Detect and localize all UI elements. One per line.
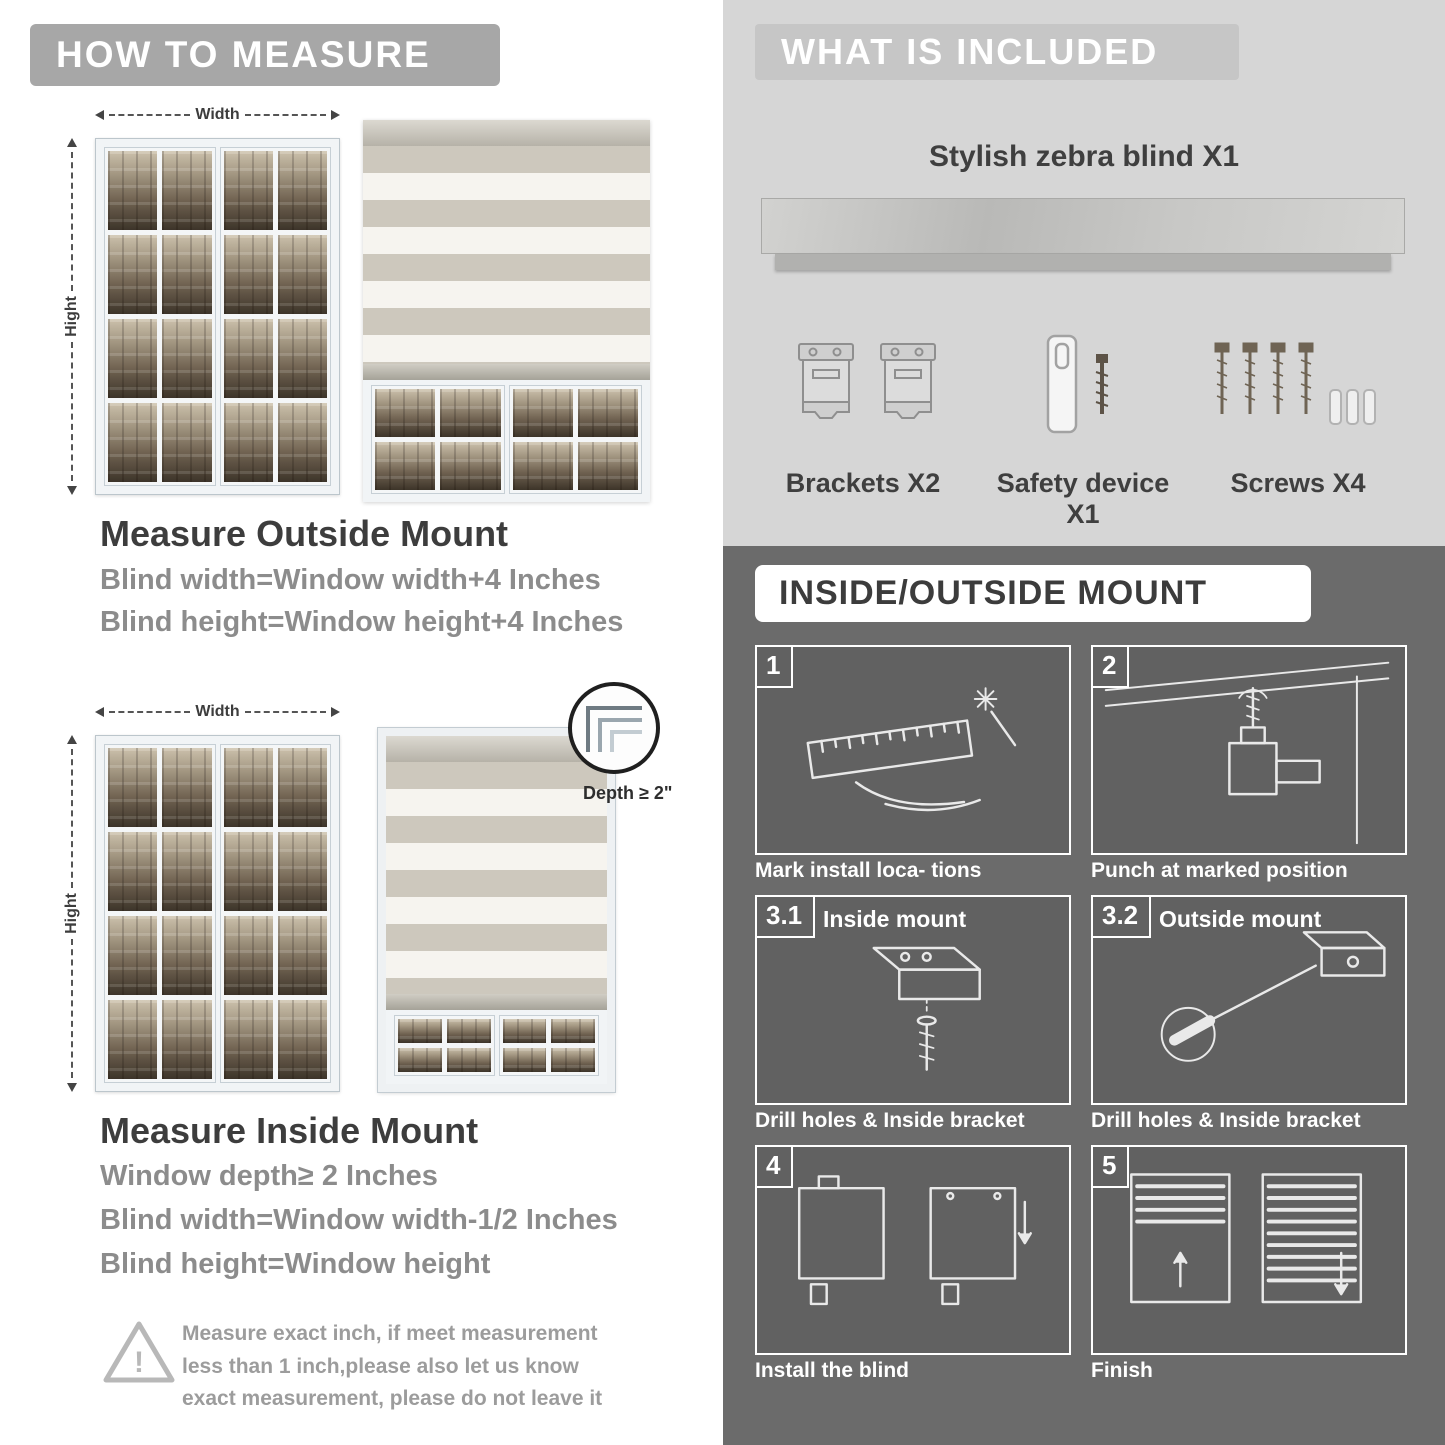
depth-magnifier-icon xyxy=(568,682,660,774)
blind-stripes xyxy=(363,146,650,364)
height-arrow-inside: Hight xyxy=(63,735,81,1092)
warning-mark: ! xyxy=(134,1346,144,1379)
depth-label: Depth ≥ 2" xyxy=(583,783,673,803)
arrowhead-up-icon xyxy=(67,735,77,744)
warning-text: Measure exact inch, if meet measurement … xyxy=(182,1322,603,1411)
blind-bottomrail xyxy=(363,364,650,380)
step-number: 3.1 xyxy=(757,897,816,938)
height-arrow-outside: Hight xyxy=(63,138,81,495)
blind-bottomrail xyxy=(386,994,607,1010)
step-number: 3.2 xyxy=(1093,897,1152,938)
included-title: WHAT IS INCLUDED xyxy=(781,31,1159,72)
warning-icon: ! xyxy=(103,1321,175,1383)
width-arrow-inside: Width xyxy=(95,703,340,721)
arrowhead-down-icon xyxy=(67,1083,77,1092)
window-door xyxy=(104,744,216,1083)
drill-icon xyxy=(1093,647,1405,853)
window-illustration-inside xyxy=(95,735,340,1092)
arrowhead-left-icon xyxy=(95,110,104,120)
height-label: Hight xyxy=(63,893,80,934)
step-number: 1 xyxy=(757,647,794,688)
window-door xyxy=(219,744,331,1083)
step-panel-3-2: 3.2 Outside mount xyxy=(1091,895,1407,1105)
how-to-measure-header: HOW TO MEASURE xyxy=(30,24,500,86)
step-title: Outside mount xyxy=(1159,906,1322,932)
step-panel-4: 4 xyxy=(755,1145,1071,1355)
zebra-blind-illustration-outside xyxy=(363,120,650,502)
brackets-label: Brackets X2 xyxy=(785,468,941,498)
screws-icon xyxy=(1214,342,1376,425)
height-label: Hight xyxy=(63,296,80,337)
inside-mount-line3: Blind height=Window height xyxy=(100,1248,491,1280)
blind-stripes xyxy=(386,762,607,994)
step-caption-1: Mark install loca- tions xyxy=(755,859,982,882)
arrowhead-up-icon xyxy=(67,138,77,147)
window-door xyxy=(104,147,216,486)
step-number: 4 xyxy=(757,1147,794,1188)
bracket-icon xyxy=(798,343,854,419)
width-label: Width xyxy=(195,703,240,720)
safety-device-icon xyxy=(1046,334,1109,434)
arrowhead-left-icon xyxy=(95,707,104,717)
window-illustration-outside xyxy=(95,138,340,495)
step-caption-5: Finish xyxy=(1091,1359,1153,1382)
width-label: Width xyxy=(195,106,240,123)
mount-section: INSIDE/OUTSIDE MOUNT 1 Mark install loca… xyxy=(723,546,1445,1445)
zebra-blind-illustration-inside xyxy=(377,727,616,1093)
included-section: WHAT IS INCLUDED Stylish zebra blind X1 xyxy=(723,0,1445,546)
install-blind-icon xyxy=(757,1147,1069,1353)
bracket-screw-icon xyxy=(757,897,1069,1103)
step-caption-4: Install the blind xyxy=(755,1359,910,1382)
arrowhead-down-icon xyxy=(67,486,77,495)
step-caption-3-2: Drill holes & Inside bracket xyxy=(1091,1109,1361,1132)
blind-headrail xyxy=(363,120,650,146)
width-arrow-outside: Width xyxy=(95,106,340,124)
window-below-blind xyxy=(363,380,650,502)
how-to-measure-title: HOW TO MEASURE xyxy=(56,34,431,75)
step-caption-3-1: Drill holes & Inside bracket xyxy=(755,1109,1025,1132)
included-header: WHAT IS INCLUDED xyxy=(755,24,1239,80)
outside-mount-line1: Blind width=Window width+4 Inches xyxy=(100,564,601,596)
outside-mount-title: Measure Outside Mount xyxy=(100,513,509,554)
arrowhead-right-icon xyxy=(331,110,340,120)
arrowhead-right-icon xyxy=(331,707,340,717)
blind-headrail-product xyxy=(761,198,1405,254)
bracket-icon xyxy=(880,343,936,419)
step-number: 5 xyxy=(1093,1147,1130,1188)
product-name: Stylish zebra blind X1 xyxy=(928,140,1240,173)
screws-label: Screws X4 xyxy=(1230,468,1366,498)
window-below-blind xyxy=(386,1010,607,1084)
screwdriver-bracket-icon xyxy=(1093,897,1405,1103)
window-door xyxy=(219,147,331,486)
step-caption-2: Punch at marked position xyxy=(1091,859,1348,882)
mount-header: INSIDE/OUTSIDE MOUNT xyxy=(755,565,1311,622)
safety-device-label: Safety device X1 xyxy=(996,468,1170,529)
step-panel-2: 2 xyxy=(1091,645,1407,855)
step-title: Inside mount xyxy=(823,906,967,932)
mount-title: INSIDE/OUTSIDE MOUNT xyxy=(779,574,1208,612)
step-panel-5: 5 xyxy=(1091,1145,1407,1355)
step-panel-1: 1 xyxy=(755,645,1071,855)
inside-mount-line1: Window depth≥ 2 Inches xyxy=(100,1160,438,1192)
inside-mount-line2: Blind width=Window width-1/2 Inches xyxy=(100,1204,618,1236)
inside-mount-title: Measure Inside Mount xyxy=(100,1110,479,1151)
ruler-hand-icon xyxy=(757,647,1069,853)
step-number: 2 xyxy=(1093,647,1130,688)
step-panel-3-1: 3.1 Inside mount xyxy=(755,895,1071,1105)
blind-headrail-bottom xyxy=(775,254,1391,270)
outside-mount-line2: Blind height=Window height+4 Inches xyxy=(100,606,624,638)
finish-blind-icon xyxy=(1093,1147,1405,1353)
